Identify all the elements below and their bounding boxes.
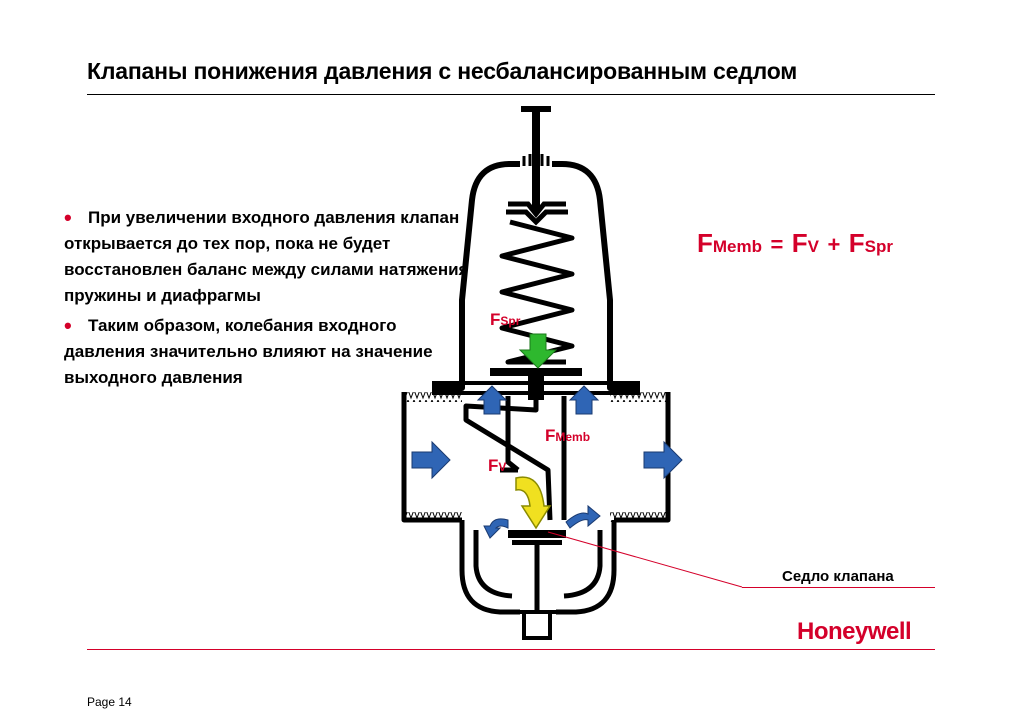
bottom-guide xyxy=(518,610,556,640)
bonnet-nut xyxy=(522,154,550,166)
formula-f-spr: F xyxy=(848,228,865,258)
bullet-icon: • xyxy=(64,205,72,230)
valve-stem xyxy=(463,398,553,610)
inlet-thread-bottom xyxy=(404,512,462,522)
label-f-v: FV xyxy=(488,456,507,475)
seat-label: Седло клапана xyxy=(782,568,894,585)
inlet-thread-top xyxy=(404,392,462,402)
bullet-item: •При увеличении входного давления клапан… xyxy=(64,205,474,309)
formula-equals: = xyxy=(770,232,784,257)
page-title: Клапаны понижения давления с несбалансир… xyxy=(87,58,798,84)
valve-force-arrow-icon xyxy=(515,476,552,530)
force-balance-formula: FMemb = FV + FSpr xyxy=(697,228,893,259)
formula-plus: + xyxy=(827,232,841,257)
honeywell-logo: Honeywell xyxy=(797,618,912,645)
formula-sub-spr: Spr xyxy=(864,237,894,256)
formula-f-v: F xyxy=(791,228,808,258)
label-f-memb: FMemb xyxy=(545,426,591,445)
curve-arrow-right-icon xyxy=(565,504,601,529)
curve-arrow-left-icon xyxy=(483,518,509,539)
spring-force-arrow-icon xyxy=(518,333,558,369)
seat-ring xyxy=(512,540,562,545)
bullet-icon: • xyxy=(64,313,72,338)
seat-pointer-line xyxy=(547,531,743,588)
seat-label-underline xyxy=(742,587,935,588)
valve-plug xyxy=(508,530,566,538)
diaphragm xyxy=(432,368,640,400)
title-divider xyxy=(87,94,935,95)
label-f-spr: FSpr xyxy=(490,310,521,329)
outlet-arrow-icon xyxy=(643,440,683,480)
adjusting-screw xyxy=(521,106,551,210)
bonnet-housing xyxy=(432,161,640,391)
bullet-text: При увеличении входного давления клапан … xyxy=(64,208,469,305)
outlet-thread-top xyxy=(610,392,668,402)
bullet-list: •При увеличении входного давления клапан… xyxy=(64,205,474,395)
footer-divider xyxy=(87,649,935,650)
up-arrow-right-icon xyxy=(568,385,600,415)
formula-sub-memb: Memb xyxy=(712,237,763,256)
formula-f-memb: F xyxy=(697,228,713,258)
flow-arrows xyxy=(411,385,683,539)
inlet-arrow-icon xyxy=(411,440,451,480)
outlet-thread-bottom xyxy=(610,512,668,522)
formula-sub-v: V xyxy=(807,237,820,256)
bullet-item: •Таким образом, колебания входного давле… xyxy=(64,313,474,391)
spring-plate xyxy=(506,201,568,226)
bullet-text: Таким образом, колебания входного давлен… xyxy=(64,316,433,387)
page-number: Page 14 xyxy=(87,695,132,709)
up-arrow-left-icon xyxy=(476,385,508,415)
